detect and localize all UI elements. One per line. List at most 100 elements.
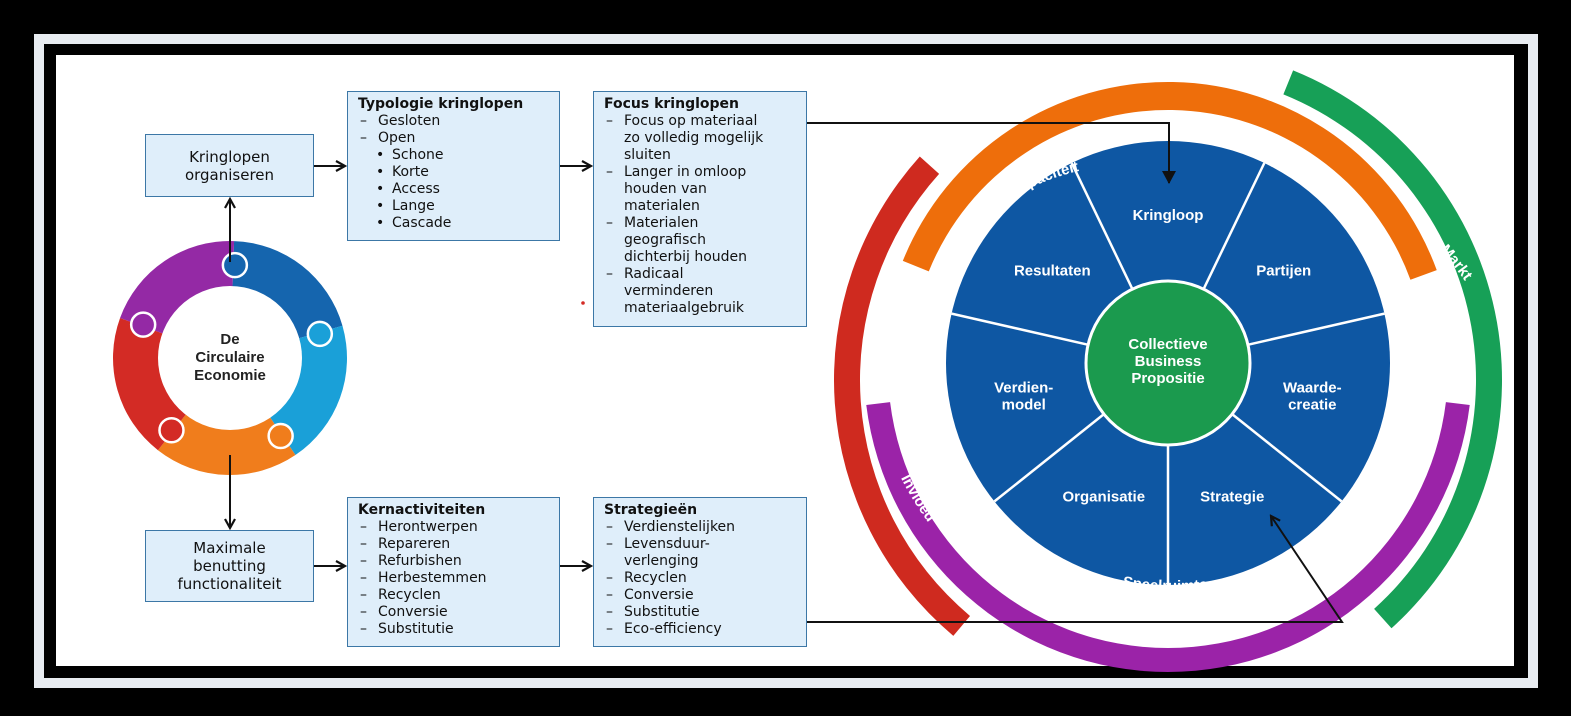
kernactiviteit-item: Herontwerpen [358,519,559,536]
box-typologie-kringlopen: Typologie kringlopen GeslotenOpenSchoneK… [347,91,560,241]
puzzle-piece [120,241,235,335]
box-title: Typologie kringlopen [358,96,524,112]
wheel-divider [1201,162,1266,292]
puzzle-piece [232,241,343,339]
focus-item-line: Radicaal [624,266,684,282]
focus-item-line: Langer in omloop [624,164,747,180]
box-title: Focus kringlopen [604,96,739,112]
typologie-item: Korte [358,164,559,181]
wheel-center-line: Collectieve [1128,336,1207,353]
box-kringlopen-organiseren: Kringlopen organiseren [145,134,314,197]
puzzle-title-line: Economie [194,367,266,384]
wheel-divider [1229,411,1343,503]
strategie-item: Levensduur-verlenging [604,536,806,570]
typologie-item: Lange [358,198,559,215]
strategieen-list: VerdienstelijkenLevensduur-verlengingRec… [604,519,806,638]
strategie-item-line: verlenging [624,553,699,569]
kernactiviteit-item: Repareren [358,536,559,553]
box-title: Strategieën [604,502,698,518]
puzzle-knob [306,320,334,348]
wheel-segment-label: Kringloop [1133,207,1204,224]
focus-item-line: verminderen [624,283,714,299]
arc-label-speelruimte: Speelruimte [1122,573,1209,594]
wheel-segment-label: creatie [1288,396,1336,413]
arc-label-speelruimte-text: Speelruimte [1122,573,1209,594]
typologie-item: Schone [358,147,559,164]
red-dot [581,301,585,305]
puzzle-knob [129,311,157,338]
strategie-item: Recyclen [604,570,806,587]
typologie-item: Open [358,130,559,147]
wheel-center-line: Business [1135,353,1202,370]
focus-item-line: materialen [624,198,700,214]
wheel-segment-label: Resultaten [1014,263,1091,280]
strategie-item-line: Conversie [624,587,694,603]
arrow-focus-to-wheel [807,122,1176,184]
focus-item-line: Focus op materiaal [624,113,758,129]
puzzle-knob [221,251,249,279]
box-title: Kernactiviteiten [358,502,486,518]
focus-item-line: houden van [624,181,707,197]
arc-invloed [833,156,971,636]
wheel-segment-label: Strategie [1200,488,1264,505]
box-line: organiseren [184,165,275,184]
kernactiviteit-item: Substitutie [358,621,559,638]
puzzle-hole [158,286,302,430]
strategie-item: Eco-efficiency [604,621,806,638]
kernactiviteit-item: Refurbishen [358,553,559,570]
strategie-item: Verdienstelijken [604,519,806,536]
strategie-item-line: Recyclen [624,570,687,586]
box-strategieen: Strategieën VerdienstelijkenLevensduur-v… [593,497,807,647]
box-line: Kringlopen [189,147,270,166]
puzzle-piece [157,413,296,476]
focus-item-line: geografisch [624,232,706,248]
wheel-outer-arcs [833,70,1502,672]
arc-capaciteit [902,82,1437,280]
typologie-item: Cascade [358,215,559,232]
strategie-item-line: Substitutie [624,604,700,620]
puzzle-piece [269,325,348,455]
strategie-item-line: Levensduur- [624,536,710,552]
focus-item-line: Materialen [624,215,699,231]
strategie-item-line: Eco-efficiency [624,621,722,637]
wheel-center-line: Propositie [1131,370,1204,387]
kernactiviteit-item: Conversie [358,604,559,621]
puzzle-title-line: Circulaire [195,349,264,366]
typologie-item: Gesloten [358,113,559,130]
strategie-item: Substitutie [604,604,806,621]
typologie-item: Access [358,181,559,198]
focus-item-line: dichterbij houden [624,249,748,265]
wheel-divider [1245,312,1385,347]
box-line: benutting [193,557,266,575]
focus-item-line: sluiten [624,147,671,163]
strategie-item-line: Verdienstelijken [624,519,736,535]
kernactiviteit-item: Recyclen [358,587,559,604]
arc-speelruimte [866,402,1470,672]
circular-economy-puzzle-ring [112,241,348,476]
box-line: functionaliteit [177,575,282,593]
puzzle-knob [158,417,185,444]
arrow-strategieen-to-wheel [807,516,1344,623]
wheel-segment-label: Waarde- [1283,379,1342,396]
wheel-segment-label: Partijen [1256,263,1311,280]
kernactiviteiten-list: HerontwerpenReparerenRefurbishenHerbeste… [358,519,559,638]
puzzle-title-line: De [220,331,239,348]
wheel-segment-label: model [1002,396,1046,413]
wheel-segment-label: Organisatie [1063,488,1146,505]
strategie-item: Conversie [604,587,806,604]
wheel-segment-label: Verdien- [994,379,1053,396]
box-kernactiviteiten: Kernactiviteiten HerontwerpenReparerenRe… [347,497,560,647]
box-line: Maximale [193,539,266,557]
kernactiviteit-item: Herbestemmen [358,570,559,587]
box-maximale-benutting: Maximale benutting functionaliteit [145,530,314,602]
focus-item-line: zo volledig mogelijk [624,130,764,146]
focus-item-line: materiaalgebruik [624,300,745,316]
arc-markt [1283,70,1502,629]
